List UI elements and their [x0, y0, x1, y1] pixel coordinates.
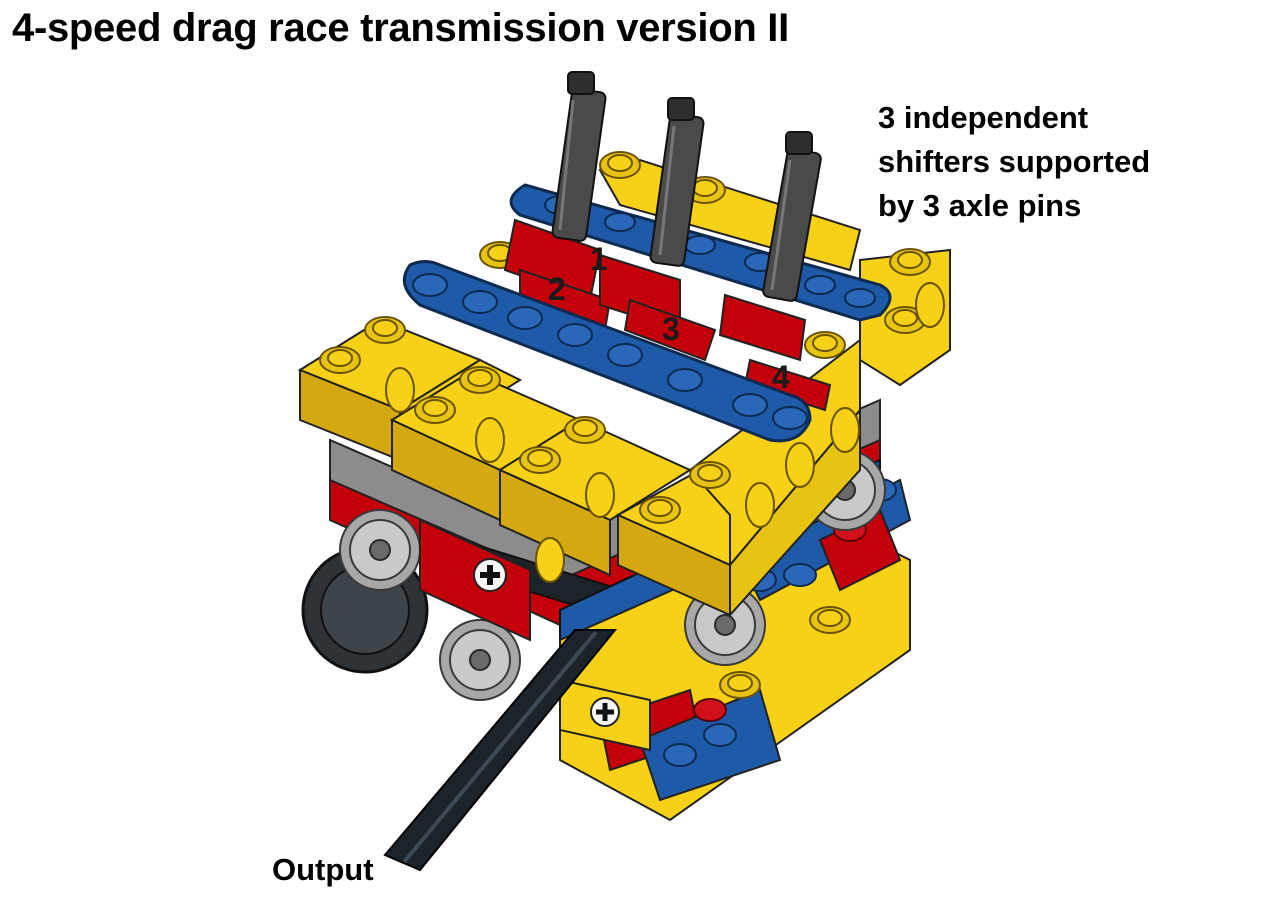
gear-label-1: 1 [590, 241, 608, 277]
gear-label-3: 3 [662, 311, 680, 347]
output-axle [383, 629, 618, 872]
annotation-line-2: shifters supported [878, 144, 1151, 179]
gear-label-4: 4 [772, 359, 790, 395]
annotation-line-1: 3 independent [878, 100, 1089, 135]
shifter-pin-2 [649, 97, 705, 267]
front-red-beam [419, 518, 651, 752]
annotation-line-3: by 3 axle pins [878, 188, 1082, 223]
gear-set [301, 449, 886, 701]
output-label: Output [272, 852, 374, 887]
shift-blocks: 1 2 3 4 [503, 218, 832, 412]
shifter-pins [551, 71, 822, 302]
gear-label-2: 2 [548, 271, 566, 307]
shifter-pin-1 [551, 71, 607, 242]
page-title: 4-speed drag race transmission version I… [12, 6, 789, 50]
shifter-annotation: 3 independent shifters supported by 3 ax… [878, 96, 1268, 228]
shifter-pin-3 [762, 131, 822, 302]
